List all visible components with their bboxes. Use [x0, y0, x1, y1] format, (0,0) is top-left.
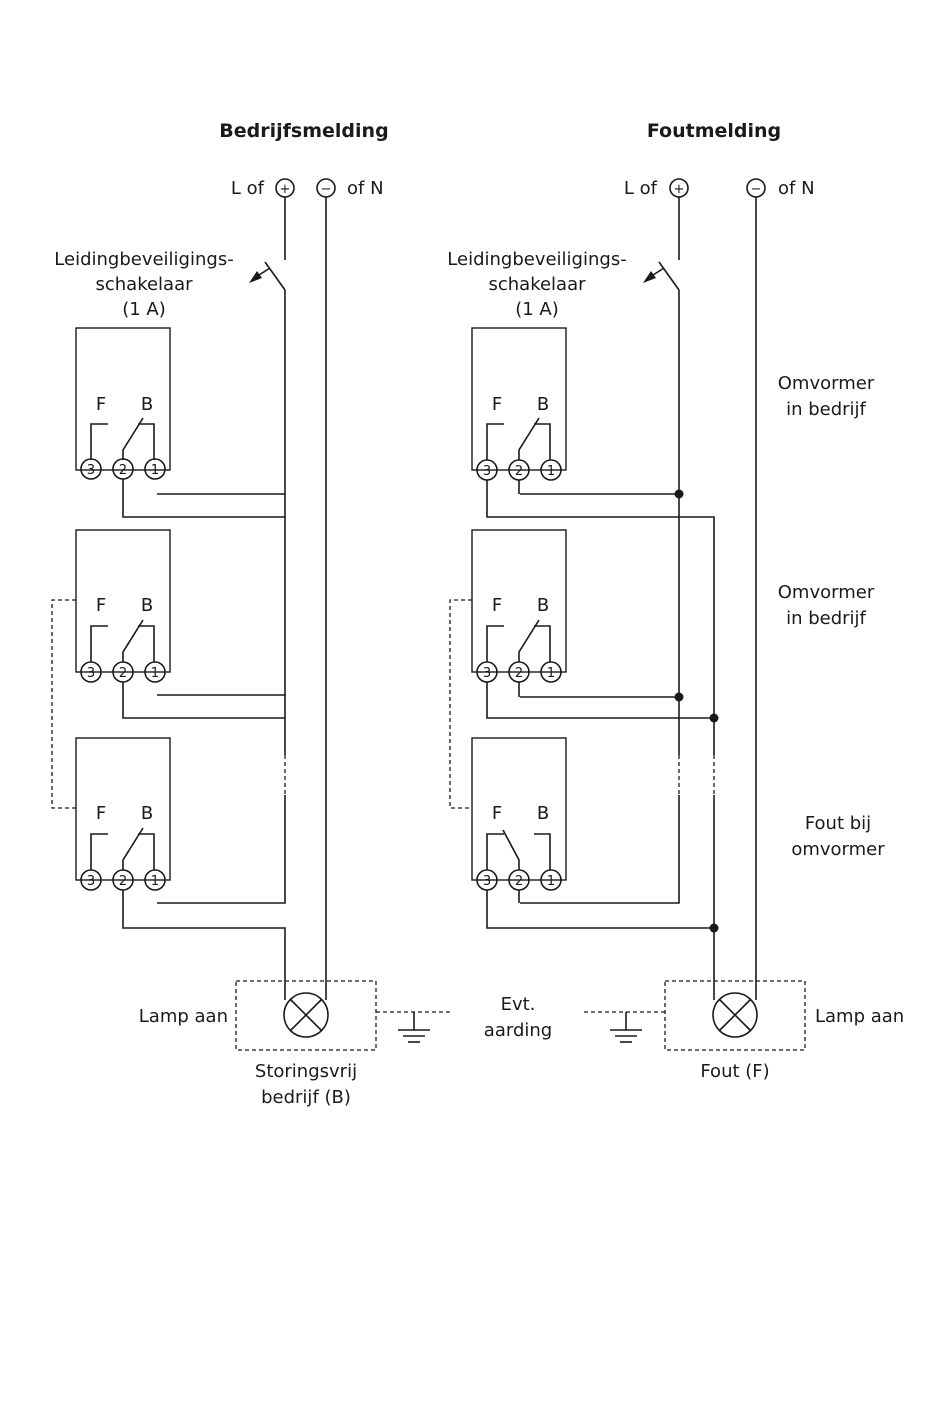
svg-text:3: 3 — [483, 464, 491, 479]
right-supply-l-label: L of — [624, 178, 658, 199]
right-lamp-caption: Fout (F) — [700, 1061, 769, 1082]
title-bedrijfsmelding: Bedrijfsmelding — [219, 120, 388, 142]
right-lamp-housing — [664, 980, 806, 1051]
right-circuit-breaker — [643, 197, 680, 291]
right-lamp-state: Lamp aan — [815, 1006, 904, 1027]
left-breaker-label-1: Leidingbeveiligings- — [54, 249, 233, 270]
svg-text:B: B — [537, 394, 549, 415]
right-supply-n-label: of N — [778, 178, 815, 199]
svg-text:2: 2 — [515, 874, 523, 889]
svg-text:F: F — [492, 803, 502, 824]
left-breaker-label-3: (1 A) — [122, 299, 166, 320]
left-relay-1: F B 3 2 1 — [75, 327, 171, 480]
left-lamp-state: Lamp aan — [139, 1006, 228, 1027]
svg-text:2: 2 — [119, 874, 127, 889]
svg-text:F: F — [492, 595, 502, 616]
svg-text:1: 1 — [547, 666, 555, 681]
inverter-1-state-line-2: in bedrijf — [786, 399, 866, 420]
svg-text:B: B — [141, 803, 153, 824]
left-relay-3: F B 3 2 1 — [75, 737, 171, 891]
earth-label-2: aarding — [484, 1020, 552, 1041]
left-lamp-caption-2: bedrijf (B) — [261, 1087, 351, 1108]
svg-text:+: + — [280, 182, 291, 197]
svg-text:2: 2 — [515, 666, 523, 681]
inverter-1-state-line-1: Omvormer — [778, 373, 875, 394]
right-relay-1: F B 3 2 1 — [471, 327, 567, 481]
svg-text:3: 3 — [87, 666, 95, 681]
earth-label-1: Evt. — [501, 994, 536, 1015]
svg-text:2: 2 — [119, 463, 127, 478]
svg-text:1: 1 — [151, 874, 159, 889]
left-supply-n-label: of N — [347, 178, 384, 199]
left-lamp-housing — [235, 980, 377, 1051]
left-lamp-caption-1: Storingsvrij — [255, 1061, 357, 1082]
left-supply-l-label: L of — [231, 178, 265, 199]
svg-text:F: F — [96, 803, 106, 824]
left-circuit-breaker — [249, 197, 286, 291]
left-relay-2: F B 3 2 1 — [75, 529, 171, 683]
left-diagram: L of + − of N Leidingbeveiligings- schak… — [51, 178, 450, 1108]
right-lamp-icon — [712, 992, 758, 1038]
svg-text:3: 3 — [483, 874, 491, 889]
svg-text:1: 1 — [151, 463, 159, 478]
svg-text:F: F — [492, 394, 502, 415]
svg-text:1: 1 — [547, 464, 555, 479]
svg-text:B: B — [537, 803, 549, 824]
left-earth-icon — [398, 1012, 430, 1043]
right-minus-terminal: − — [746, 178, 766, 198]
left-plus-terminal: + — [275, 178, 295, 198]
svg-text:F: F — [96, 595, 106, 616]
left-breaker-label-2: schakelaar — [95, 274, 193, 295]
svg-text:B: B — [141, 595, 153, 616]
title-foutmelding: Foutmelding — [647, 120, 781, 142]
svg-text:3: 3 — [87, 463, 95, 478]
svg-text:1: 1 — [547, 874, 555, 889]
inverter-2-state-line-1: Omvormer — [778, 582, 875, 603]
inverter-3-state-line-2: omvormer — [791, 839, 885, 860]
inverter-3-state-line-1: Fout bij — [805, 813, 871, 834]
right-diagram: L of + − of N Leidingbeveiligings- schak… — [447, 178, 904, 1082]
svg-text:2: 2 — [515, 464, 523, 479]
svg-text:1: 1 — [151, 666, 159, 681]
inverter-2-state-line-2: in bedrijf — [786, 608, 866, 629]
right-plus-terminal: + — [669, 178, 689, 198]
right-earth-icon — [610, 1012, 642, 1043]
right-breaker-label-2: schakelaar — [488, 274, 586, 295]
svg-text:3: 3 — [87, 874, 95, 889]
svg-text:−: − — [751, 182, 762, 197]
left-lamp-icon — [283, 992, 329, 1038]
right-relay-2: F B 3 2 1 — [471, 529, 567, 683]
svg-text:3: 3 — [483, 666, 491, 681]
right-breaker-label-3: (1 A) — [515, 299, 559, 320]
svg-text:−: − — [321, 182, 332, 197]
relay-label-f: F — [96, 394, 106, 415]
svg-text:B: B — [537, 595, 549, 616]
svg-text:2: 2 — [119, 666, 127, 681]
left-minus-terminal: − — [316, 178, 336, 198]
right-breaker-label-1: Leidingbeveiligings- — [447, 249, 626, 270]
svg-text:+: + — [674, 182, 685, 197]
relay-label-b: B — [141, 394, 153, 415]
right-relay-3: F B 3 2 1 — [471, 737, 567, 891]
